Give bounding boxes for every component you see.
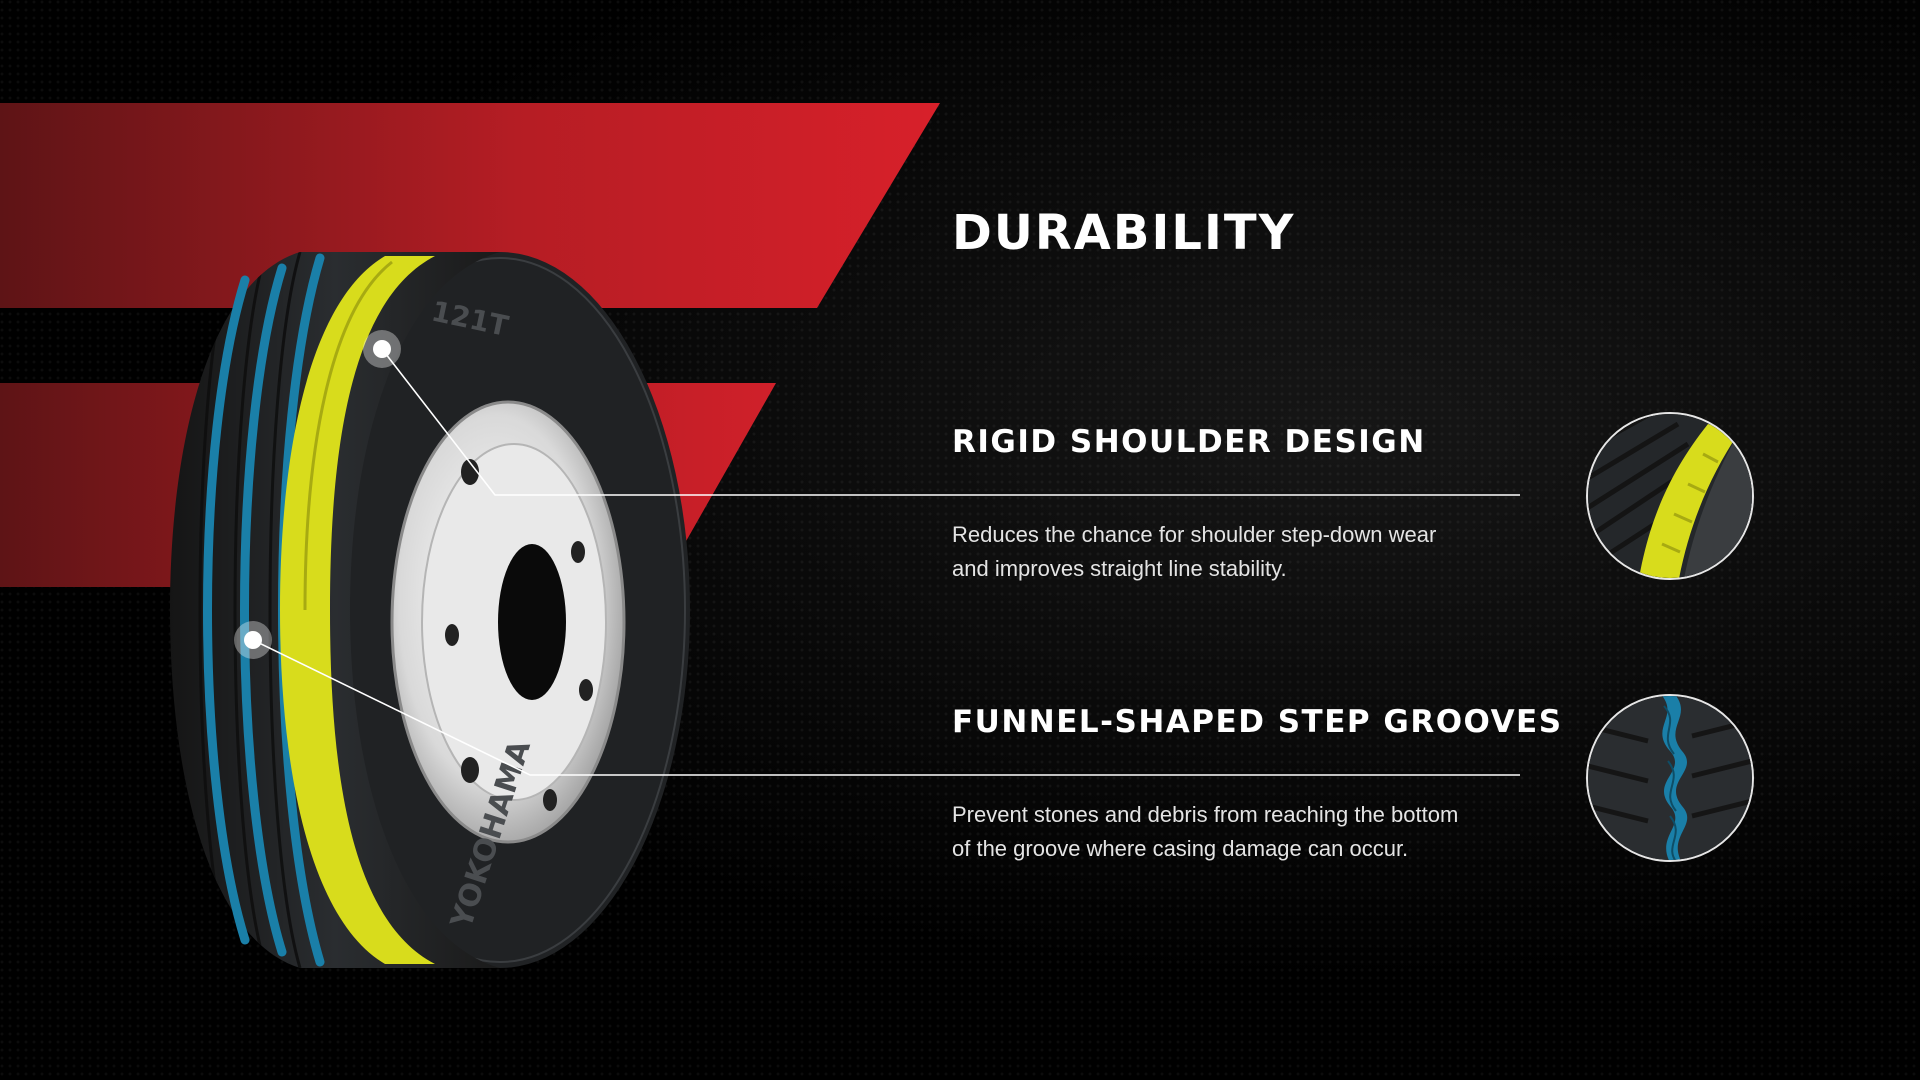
feature-title-shoulder: RIGID SHOULDER DESIGN <box>952 424 1426 460</box>
callout-dot-grooves <box>234 621 272 659</box>
grooves-thumbnail <box>1586 694 1754 862</box>
shoulder-thumbnail <box>1586 412 1754 580</box>
red-stripe-top <box>0 103 940 308</box>
tire-shoulder-closeup-icon <box>1588 414 1752 578</box>
tire-groove-closeup-icon <box>1588 696 1752 860</box>
feature-description-grooves: Prevent stones and debris from reaching … <box>952 802 1459 861</box>
page-title: DURABILITY <box>952 205 1296 261</box>
callout-line-grooves <box>252 639 1520 776</box>
tire-illustration: 121T YOKOHAMA <box>170 240 710 980</box>
tire-icon: 121T YOKOHAMA <box>170 252 690 968</box>
feature-description-shoulder: Reduces the chance for shoulder step-dow… <box>952 522 1437 581</box>
callout-dot-shoulder <box>363 330 401 368</box>
feature-title-grooves: FUNNEL-SHAPED STEP GROOVES <box>952 704 1563 740</box>
callout-line-shoulder <box>381 348 1520 496</box>
